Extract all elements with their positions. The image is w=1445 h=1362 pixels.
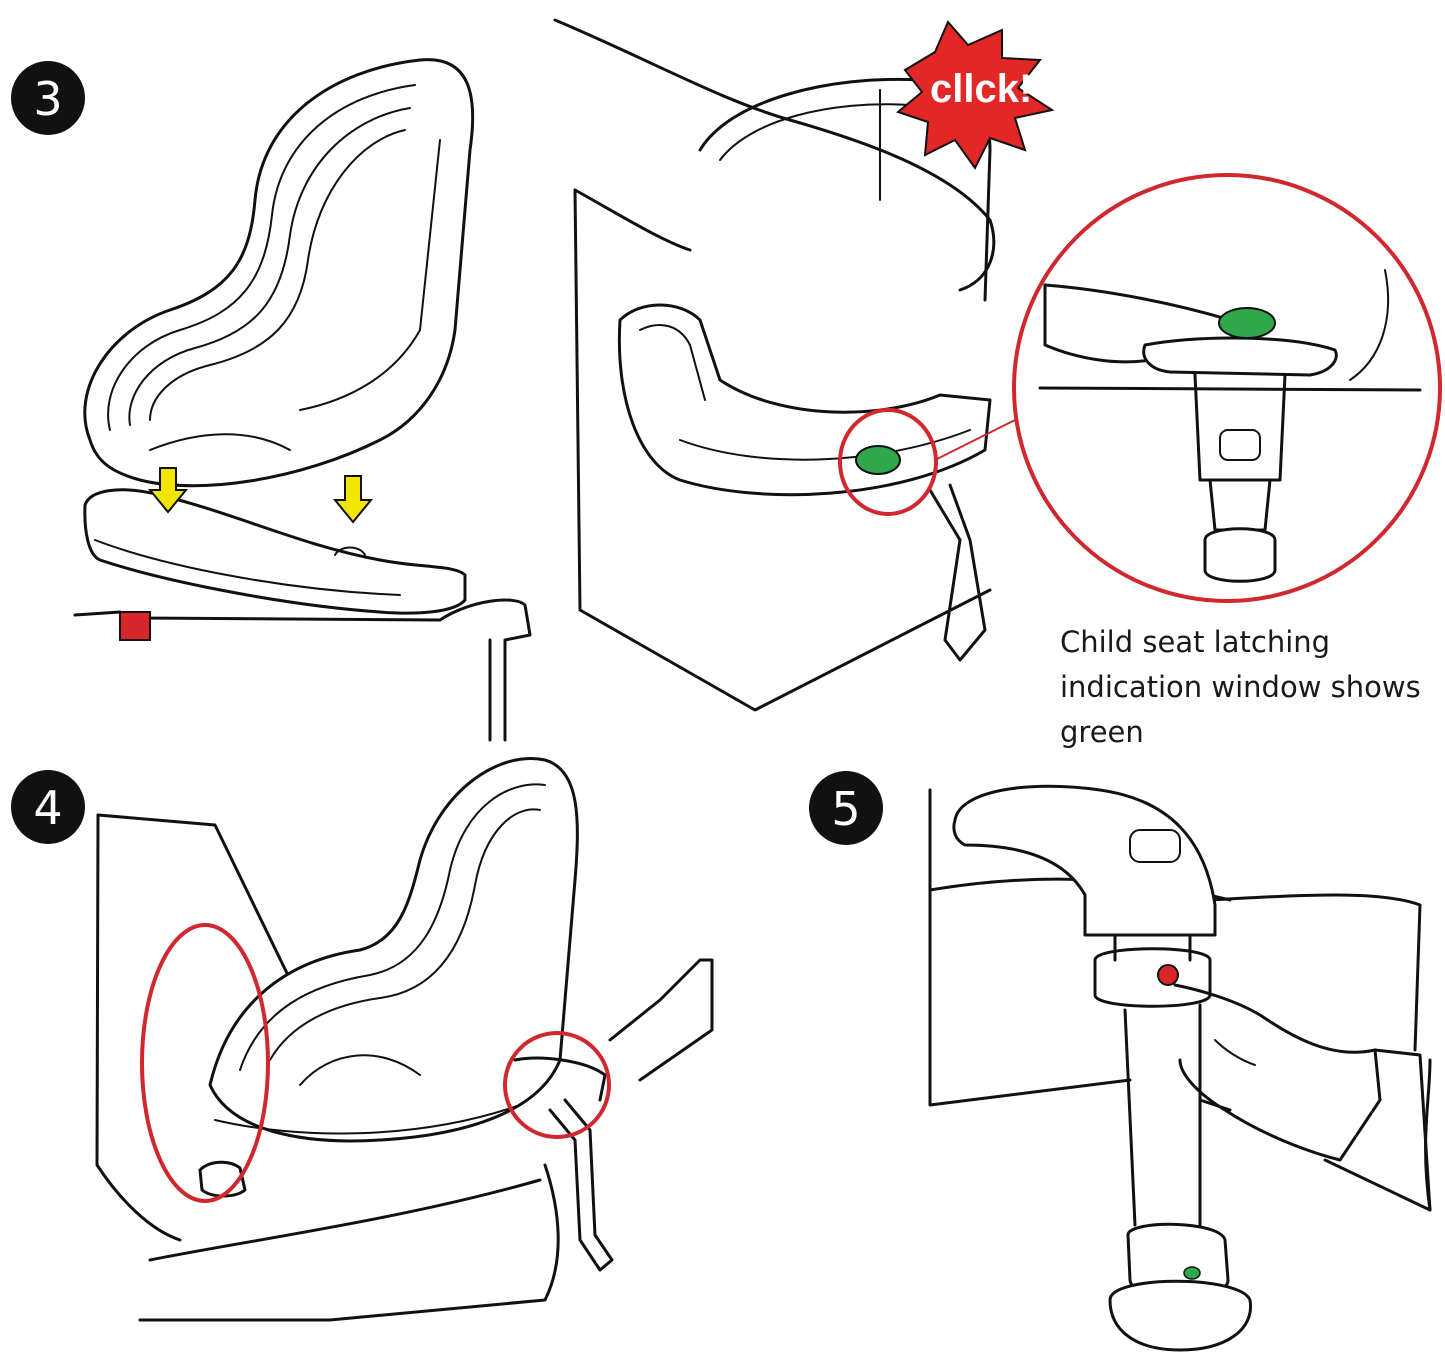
click-burst-icon (895, 20, 1055, 170)
step-badge-4: 4 (11, 770, 85, 844)
step-3-latch-illustration: cllck! (553, 18, 1055, 712)
step-badge-5: 5 (809, 771, 883, 845)
svg-text:4: 4 (33, 781, 62, 835)
svg-text:5: 5 (831, 782, 860, 836)
indicator-highlight-ring (838, 408, 938, 516)
down-arrow-icon (332, 475, 374, 524)
release-button-icon (1157, 964, 1179, 986)
indicator-window-icon (855, 445, 901, 475)
magnifier-circle-icon (1012, 173, 1442, 603)
down-arrow-icon (147, 467, 189, 514)
click-label: cllck! (930, 67, 1032, 111)
step-3-illustration (73, 58, 532, 742)
latching-caption: Child seat latching indication window sh… (1060, 625, 1421, 749)
step-4-illustration (95, 757, 714, 1322)
arm-highlight-ring (503, 1031, 611, 1139)
release-button-icon (119, 611, 151, 641)
svg-text:3: 3 (33, 72, 62, 126)
indicator-window-icon (1218, 307, 1276, 339)
isofix-highlight-ring (140, 923, 270, 1203)
step-5-illustration (928, 784, 1432, 1352)
step-badge-3: 3 (11, 61, 85, 135)
